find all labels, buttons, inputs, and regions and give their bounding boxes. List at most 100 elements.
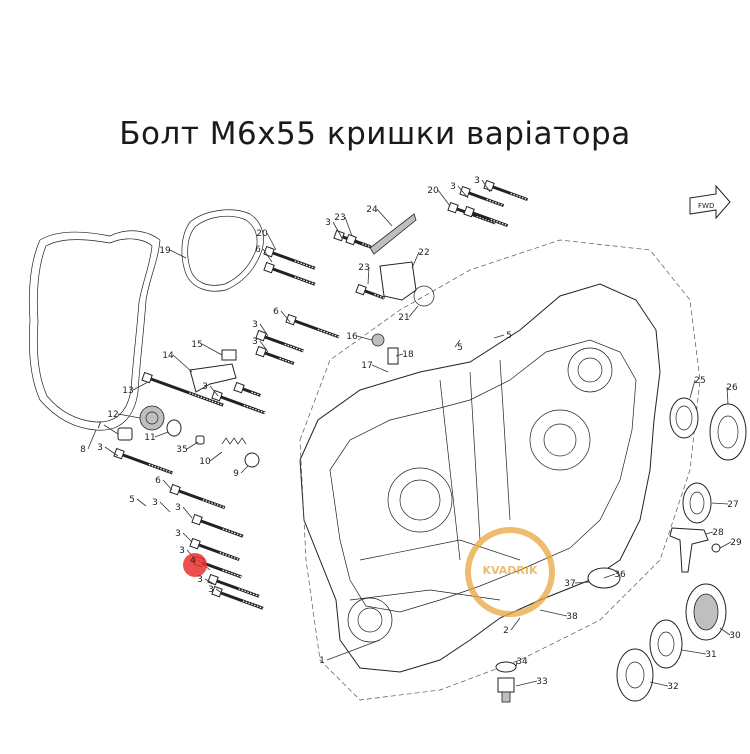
callout-c35: 35: [176, 445, 187, 455]
watermark-logo: KVADRIK: [465, 527, 555, 617]
callout-c17: 17: [361, 361, 372, 371]
leader-c10: [209, 451, 223, 462]
callout-c7: 7: [96, 421, 102, 431]
callout-c3c: 3: [325, 218, 331, 228]
bolt-2: [483, 179, 529, 202]
screw-29: [711, 543, 721, 553]
sleeve-7: [117, 427, 133, 441]
callout-c8: 8: [80, 445, 86, 455]
callout-c4: 4: [190, 556, 196, 566]
bearing-26: [709, 403, 747, 461]
gasket-19-inner: [187, 215, 258, 286]
leader-c2: [510, 617, 521, 631]
leader-c3d: [259, 323, 269, 337]
bolt-16: [191, 513, 244, 538]
leader-c5b: [454, 339, 461, 348]
callout-c16: 16: [346, 332, 358, 342]
callout-c34: 34: [516, 657, 528, 667]
bolt-19: [207, 573, 260, 598]
callout-c20a: 20: [256, 229, 268, 239]
callout-c33: 33: [536, 677, 547, 687]
cap-12: [139, 405, 165, 431]
leader-c18: [395, 353, 404, 357]
leader-c37: [574, 581, 591, 584]
leader-c33: [515, 680, 538, 687]
callout-c5c: 5: [506, 331, 512, 341]
callout-c3e: 3: [252, 337, 258, 347]
bolt-10: [255, 329, 304, 353]
callout-c15: 15: [191, 340, 202, 350]
callout-c32: 32: [667, 682, 678, 692]
dipstick-24: [369, 213, 417, 255]
callout-c28: 28: [712, 528, 724, 538]
callout-c9: 9: [233, 469, 239, 479]
callout-c26: 26: [726, 383, 738, 393]
callout-c3g: 3: [97, 443, 103, 453]
leader-c28: [705, 531, 714, 535]
spring-10: [221, 437, 247, 445]
drain-plug-33: [497, 677, 515, 703]
callout-c22: 22: [418, 248, 429, 258]
leader-c6b: [280, 310, 291, 323]
leader-c9: [240, 465, 249, 474]
callout-c36: 36: [614, 570, 626, 580]
bolt-14: [113, 447, 174, 475]
callout-c31: 31: [705, 650, 716, 660]
leader-c17: [371, 364, 389, 373]
leader-c5a: [136, 498, 147, 507]
page-title: Болт М6х55 кришки варіатора: [119, 116, 631, 152]
bolt-13: [141, 371, 224, 407]
callout-c18: 18: [402, 350, 414, 360]
leader-c1: [326, 639, 381, 661]
callout-c27: 27: [727, 500, 738, 510]
callout-c11: 11: [144, 433, 155, 443]
leader-c3e: [259, 340, 269, 353]
leader-c35: [186, 441, 199, 450]
callout-c3d: 3: [252, 320, 258, 330]
leader-c12: [117, 413, 141, 419]
bolt-20: [211, 585, 264, 610]
callout-c19: 19: [159, 246, 171, 256]
leader-c3f: [209, 385, 219, 397]
callout-c23b: 23: [358, 263, 369, 273]
leader-c3b: [481, 179, 491, 193]
crankcase-housing-1: [299, 283, 661, 673]
leader-c27: [711, 502, 729, 505]
callout-c37: 37: [564, 579, 575, 589]
bearing-27: [682, 482, 712, 524]
callout-c3i: 3: [175, 503, 181, 513]
washer-34: [495, 661, 517, 673]
callout-c23a: 23: [334, 213, 345, 223]
leader-c14: [172, 354, 193, 373]
bearing-31: [649, 619, 683, 669]
bearing-32: [616, 648, 654, 702]
leader-c24: [376, 208, 393, 227]
watermark-text: KVADRIK: [482, 564, 537, 577]
plug-9: [244, 452, 260, 468]
bolt-15: [169, 483, 226, 510]
bolt-21: [355, 283, 386, 300]
leader-c31: [681, 649, 707, 655]
leader-c20b: [437, 189, 451, 207]
leader-c22: [411, 251, 420, 269]
leader-lines: [87, 179, 732, 687]
leader-c30: [719, 627, 731, 636]
bolt-3: [447, 201, 496, 225]
leader-c3g: [104, 446, 119, 457]
leader-c26: [726, 386, 729, 405]
callout-c6a: 6: [255, 245, 261, 255]
bolt-6: [345, 233, 372, 249]
callout-c3b: 3: [474, 176, 480, 186]
leader-c29: [719, 541, 732, 549]
callout-c3k: 3: [179, 546, 185, 556]
callout-c30: 30: [729, 631, 741, 641]
leader-c3c: [332, 221, 343, 239]
leader-c6c: [162, 479, 173, 491]
leader-c32: [649, 681, 669, 687]
leader-c11: [154, 431, 169, 438]
leader-c36: [603, 573, 616, 579]
bolt-11: [255, 345, 295, 365]
leader-c6a: [262, 248, 273, 263]
callout-c3f: 3: [202, 382, 208, 392]
